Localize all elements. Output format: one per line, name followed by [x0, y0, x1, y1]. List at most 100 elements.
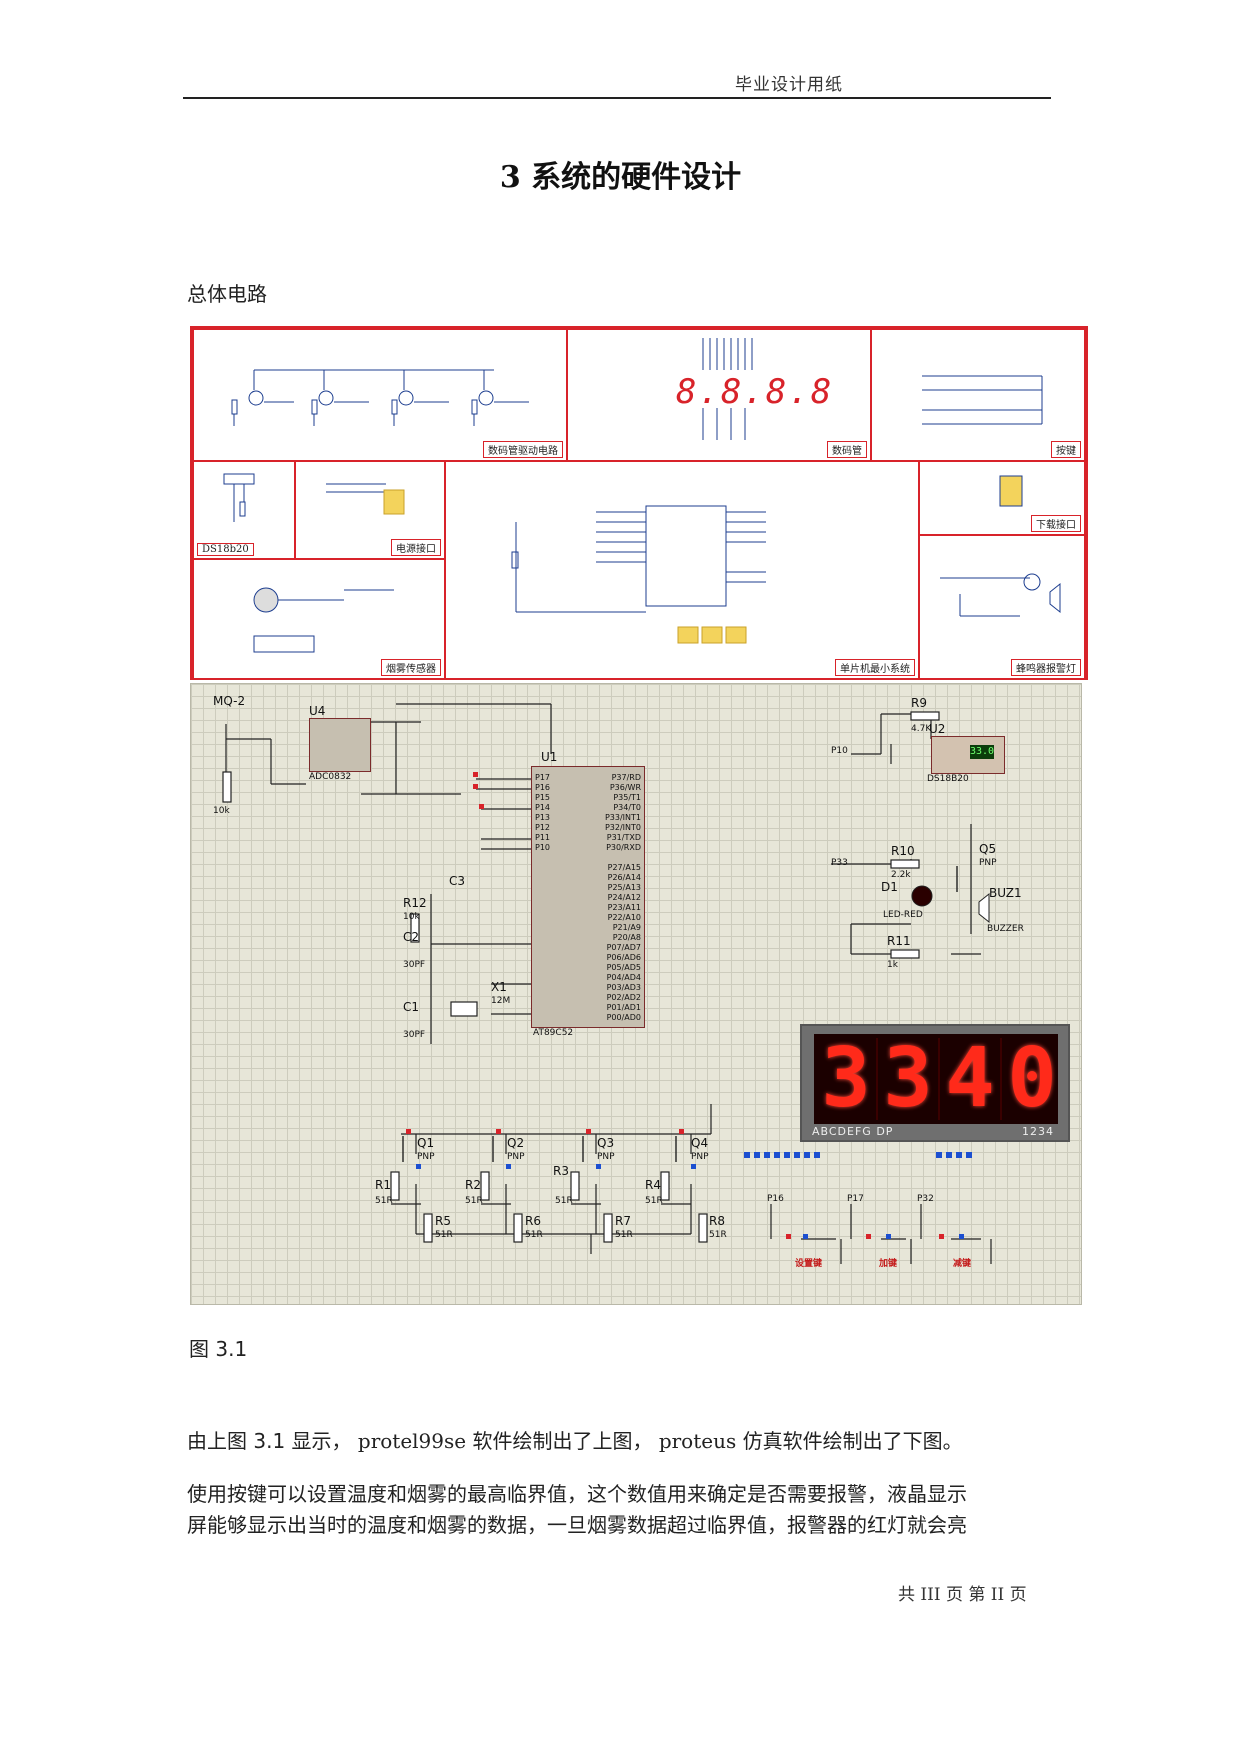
u1-pin: P03/AD3: [606, 983, 641, 992]
x1-label: X1: [491, 980, 507, 994]
digit-separator: [1000, 1038, 1002, 1120]
digit-separator: [938, 1038, 940, 1120]
mq2-label: MQ-2: [213, 694, 246, 708]
paragraph-2-line-1: 使用按键可以设置温度和烟雾的最高临界值，这个数值用来确定是否需要报警，液晶显示: [187, 1482, 967, 1506]
q3-label: Q3: [597, 1136, 615, 1150]
r12-value: 10k: [403, 912, 420, 922]
u1-pin: P32/INT0: [604, 823, 641, 832]
u1-part: AT89C52: [533, 1028, 574, 1038]
p17-label: P17: [847, 1194, 864, 1204]
r3-label: R3: [553, 1164, 569, 1178]
ds18b20-drawing: [223, 473, 255, 522]
ds18b20-reading: 33.0: [970, 745, 995, 759]
digit-1: 3: [821, 1031, 871, 1126]
r9-value: 4.7K: [911, 724, 932, 734]
proteus-simulation: U4 ADC0832 MQ-2 10k P17 P16 P15 P14 P13 …: [190, 683, 1082, 1305]
u1-label: U1: [541, 750, 558, 764]
pot-value: 10k: [213, 806, 230, 816]
keys-drawing: [922, 375, 1043, 425]
u1-pin: P31/TXD: [606, 833, 641, 842]
page-footer: 共 III 页 第 II 页: [898, 1585, 1027, 1605]
u4-label: U4: [309, 704, 326, 718]
u1-pin: P16: [535, 783, 551, 792]
u1-pin: P20/A8: [612, 933, 641, 942]
q4-label: Q4: [691, 1136, 709, 1150]
p33-label: P33: [831, 858, 848, 868]
p10-label: P10: [831, 746, 848, 756]
u1-pin: P22/A10: [607, 913, 641, 922]
chapter-title: 3 系统的硬件设计: [499, 160, 742, 195]
adc0832-chip: [309, 718, 371, 772]
u1-pin: P36/WR: [609, 783, 641, 792]
u1-pin: P02/AD2: [606, 993, 641, 1002]
r1-label: R1: [375, 1178, 391, 1192]
u1-pin: P37/RD: [611, 773, 641, 782]
q5-type: PNP: [979, 858, 997, 868]
r10-label: R10: [891, 844, 915, 858]
c3-label: C3: [449, 874, 466, 888]
u1-pin: P27/A15: [607, 863, 641, 872]
module-tag-digit-driver: 数码管驱动电路: [483, 441, 563, 458]
module-download: 下载接口: [918, 460, 1086, 536]
segments-label: ABCDEFG DP: [812, 1125, 894, 1138]
p16-label: P16: [767, 1194, 784, 1204]
r4-value: 51R: [645, 1196, 663, 1206]
u1-pin: P05/AD5: [606, 963, 641, 972]
smoke-sensor-drawing: [253, 587, 394, 653]
u1-pin: P34/T0: [613, 803, 641, 812]
r10-value: 2.2k: [891, 870, 911, 880]
module-tag-keys: 按键: [1051, 441, 1081, 458]
protel-schematic: 数码管驱动电路 8.8.8.8 数码管 按键: [190, 326, 1088, 680]
module-tag-download: 下载接口: [1031, 515, 1081, 532]
power-drawing: [326, 483, 405, 515]
module-digit-driver: 数码管驱动电路: [192, 328, 568, 462]
q2-label: Q2: [507, 1136, 525, 1150]
protel-digit-text: 8.8.8.8: [676, 372, 834, 412]
u1-right-pins: P37/RD P36/WR P35/T1 P34/T0 P33/INT1 P32…: [605, 773, 641, 853]
r8-value: 51R: [709, 1230, 727, 1240]
p32-label: P32: [917, 1194, 934, 1204]
d1-part: LED-RED: [883, 910, 923, 920]
proteus-wiring: [222, 703, 992, 1264]
paragraph-1: 由上图 3.1 显示， protel99se 软件绘制出了上图， proteus…: [187, 1425, 963, 1454]
module-tag-digit-tube: 数码管: [827, 441, 867, 458]
r7-value: 51R: [615, 1230, 633, 1240]
at89c52-chip: P17 P16 P15 P14 P13 P12 P11 P10 P37/RD P…: [531, 766, 645, 1028]
seven-segment-panel: 3 3 4 0: [814, 1034, 1058, 1124]
u1-pin: P24/A12: [607, 893, 641, 902]
paragraph-1-part-2: 显示， protel99se 软件绘制出了上图， proteus 仿真软件绘制出…: [285, 1429, 963, 1453]
u1-pin: P15: [535, 793, 551, 802]
u1-pin: P13: [535, 813, 551, 822]
paragraph-2-line-2: 屏能够显示出当时的温度和烟雾的数据，一旦烟雾数据超过临界值，报警器的红灯就会亮: [187, 1513, 967, 1537]
c2-value: 30PF: [403, 960, 426, 970]
c1-label: C1: [403, 1000, 420, 1014]
q2-type: PNP: [507, 1152, 525, 1162]
module-ds18b20: DS18b20: [192, 460, 296, 560]
r2-value: 51R: [465, 1196, 483, 1206]
digit-4: 0: [1007, 1031, 1057, 1126]
buz1-part: BUZZER: [987, 924, 1024, 934]
r9-label: R9: [911, 696, 927, 710]
d1-label: D1: [881, 880, 898, 894]
u1-pin: P12: [535, 823, 551, 832]
header-rule: [183, 97, 1051, 99]
u1-pin: P00/AD0: [606, 1013, 641, 1022]
buz1-label: BUZ1: [989, 886, 1022, 900]
r7-label: R7: [615, 1214, 631, 1228]
u1-right-pins-3: P07/AD7 P06/AD6 P05/AD5 P04/AD4 P03/AD3 …: [607, 943, 641, 1023]
u1-pin: P25/A13: [607, 883, 641, 892]
u1-pin: P11: [535, 833, 551, 842]
section-label: 总体电路: [187, 282, 267, 306]
set-key-label: 设置键: [795, 1259, 823, 1269]
u1-pin: P01/AD1: [606, 1003, 641, 1012]
module-mcu-minimum: 单片机最小系统: [444, 460, 920, 680]
u1-pin: P17: [535, 773, 551, 782]
buzzer-drawing: [940, 573, 1061, 617]
module-tag-power: 电源接口: [391, 539, 441, 556]
r5-label: R5: [435, 1214, 451, 1228]
c1-value: 30PF: [403, 1030, 426, 1040]
x1-value: 12M: [491, 996, 511, 1006]
u1-pin: P10: [535, 843, 551, 852]
q4-type: PNP: [691, 1152, 709, 1162]
u1-pin: P07/AD7: [606, 943, 641, 952]
